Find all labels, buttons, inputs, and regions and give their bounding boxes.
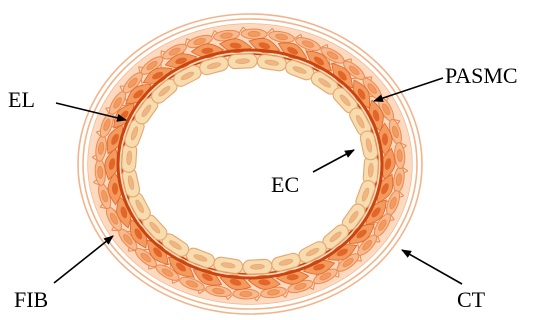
arrow-ct	[402, 250, 462, 284]
label-pasmc: PASMC	[445, 63, 518, 88]
fibroblast-cell	[241, 29, 267, 40]
label-ec: EC	[271, 172, 299, 197]
endothelial-cell	[243, 259, 273, 274]
endothelial-cell	[228, 53, 258, 68]
elastic-lamina	[118, 50, 382, 278]
fibroblast-nucleus	[397, 149, 403, 161]
elastic-lamina-outer-line	[118, 50, 382, 278]
arrow-fib	[54, 236, 113, 283]
arrow-ec	[313, 150, 354, 172]
endothelial-nucleus	[250, 264, 264, 270]
fibroblast-nucleus	[97, 166, 103, 178]
label-fib: FIB	[14, 287, 48, 312]
fibroblast-nucleus	[240, 291, 252, 296]
endothelial-nucleus	[235, 58, 249, 64]
label-el: EL	[8, 87, 35, 112]
fibroblast-cell	[233, 289, 259, 300]
label-ct: CT	[457, 287, 486, 312]
fibroblast-nucleus	[248, 31, 260, 36]
